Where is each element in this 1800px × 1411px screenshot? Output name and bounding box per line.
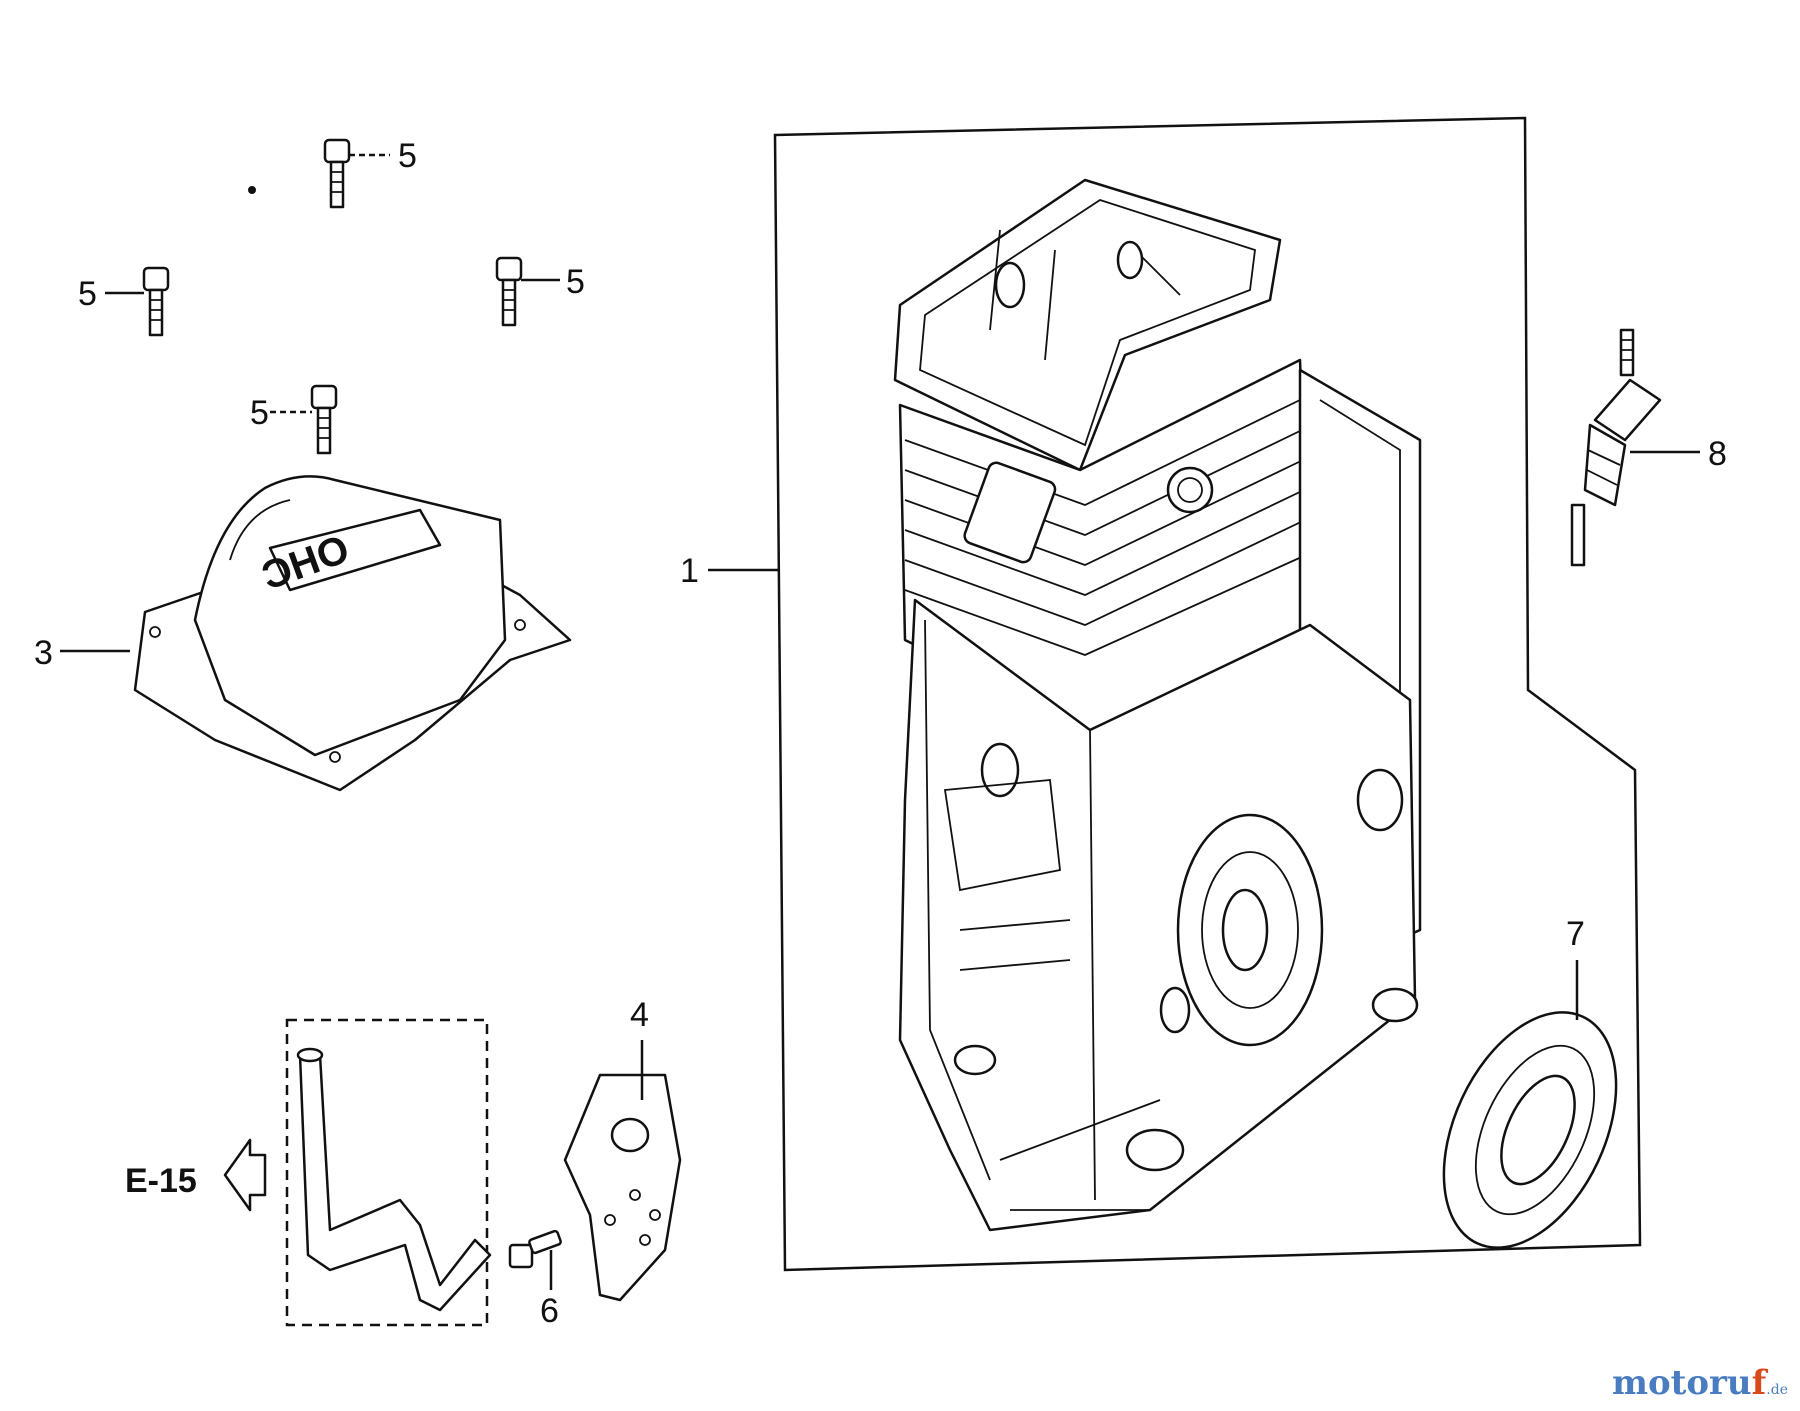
valve-cover: OHC [133,475,572,792]
plate-gasket [563,1073,682,1302]
callout-8: 8 [1708,435,1727,473]
watermark-accent: f [1751,1363,1767,1403]
watermark-logo: motoruf.de [1612,1363,1788,1403]
assembly-group-outline [773,116,1642,1272]
small-bolt [508,1229,562,1269]
watermark-main: motoru [1611,1363,1752,1403]
oil-seal [1442,1011,1618,1249]
reference-arrow: E-15 [125,1138,267,1212]
callout-5a: 5 [398,137,417,175]
dot-marker [248,186,256,194]
callout-4: 4 [630,996,649,1034]
reference-label: E-15 [125,1162,197,1200]
crankcase-block [893,178,1422,1232]
callout-5c: 5 [566,263,585,301]
watermark-tld: .de [1766,1382,1788,1398]
bolt-lower [310,384,338,455]
bolt-top [323,138,351,209]
callout-5b: 5 [78,275,97,313]
callout-6: 6 [540,1292,559,1330]
bolt-right [495,256,523,327]
spark-plug [1570,328,1662,567]
callout-1: 1 [680,552,699,590]
breather-tube [298,1053,492,1312]
callout-5d: 5 [250,394,269,432]
bolt-left [142,266,170,337]
callout-3: 3 [34,634,53,672]
breather-tube-box [285,1018,489,1327]
callout-7: 7 [1566,915,1585,953]
